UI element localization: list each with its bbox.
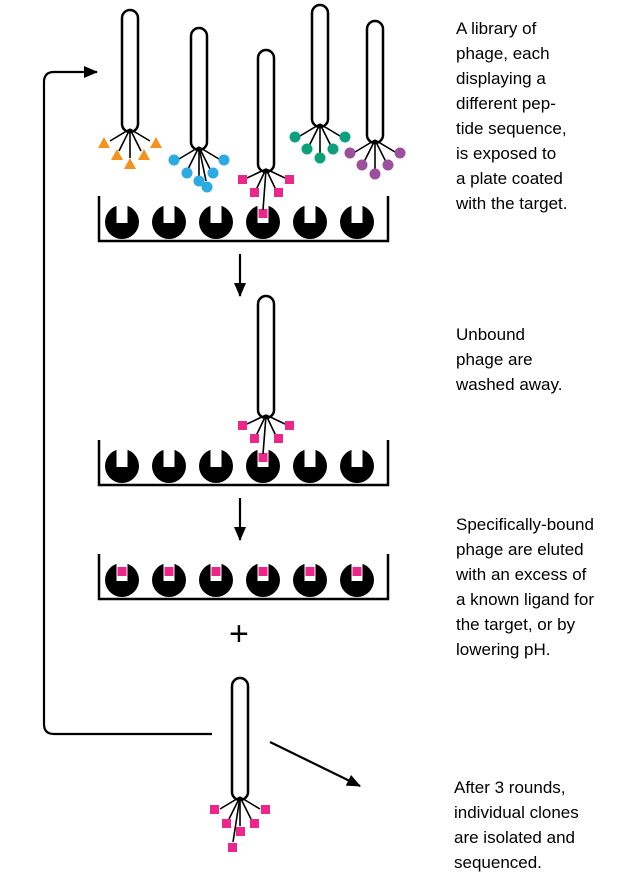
target-6-ligand xyxy=(340,560,374,597)
target-2-ligand xyxy=(152,560,186,597)
caption-step2: Unbound phage are washed away. xyxy=(456,325,563,394)
target-plate-1 xyxy=(97,196,390,243)
target-5-ligand xyxy=(293,560,327,597)
target-3 xyxy=(199,202,233,239)
caption-step3: Specifically-bound phage are eluted with… xyxy=(456,515,594,659)
target-3 xyxy=(199,446,233,483)
target-plate-3 xyxy=(97,554,390,601)
target-4-ligand xyxy=(246,560,280,597)
caption-step4: After 3 rounds, individual clones are is… xyxy=(454,778,579,872)
target-1-ligand xyxy=(105,560,139,597)
plus-sign: + xyxy=(229,615,249,653)
target-5 xyxy=(293,446,327,483)
library-phage-purple xyxy=(345,21,406,180)
target-2 xyxy=(152,446,186,483)
arrow-to-sequencing-icon xyxy=(269,741,361,787)
binding-fiber-2 xyxy=(262,415,267,455)
target-plate-2 xyxy=(97,440,390,487)
target-6 xyxy=(340,202,374,239)
binding-fiber-1 xyxy=(262,169,267,211)
target-3-ligand xyxy=(199,560,233,597)
library-phage-cyan xyxy=(169,28,230,193)
target-5 xyxy=(293,202,327,239)
target-1 xyxy=(105,446,139,483)
target-2 xyxy=(152,202,186,239)
library-phage-teal xyxy=(290,5,351,164)
recycle-arrow xyxy=(42,66,212,736)
target-6 xyxy=(340,446,374,483)
library-phage-orange xyxy=(98,10,162,169)
eluted-phage-magenta xyxy=(210,678,270,852)
target-1 xyxy=(105,202,139,239)
caption-step1: A library of phage, each displaying a di… xyxy=(456,19,568,213)
